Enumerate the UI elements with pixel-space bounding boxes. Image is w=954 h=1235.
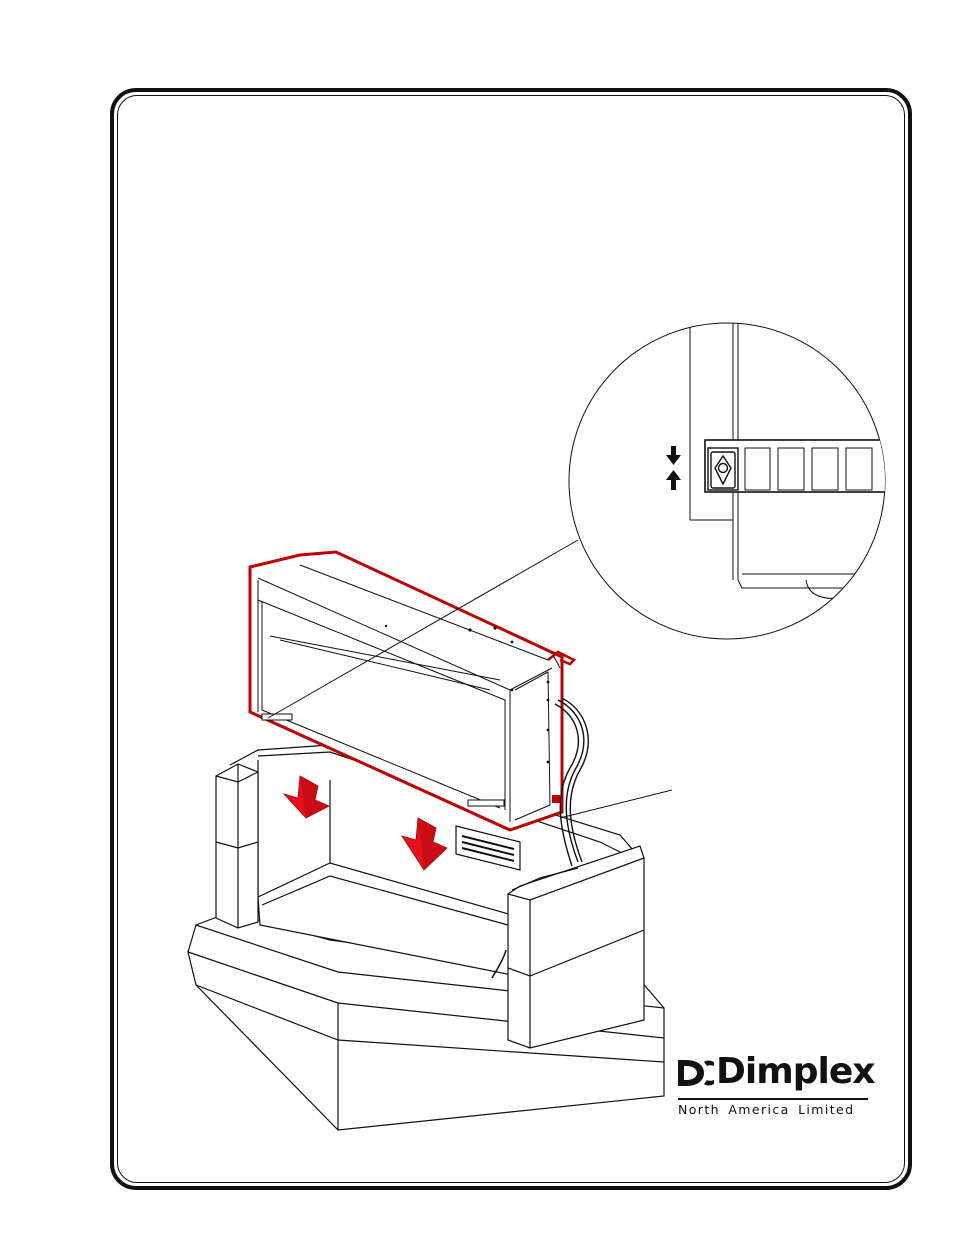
down-arrow-icon — [284, 776, 329, 818]
detail-magnifier — [569, 320, 905, 639]
right-pillar — [508, 846, 644, 1048]
dimplex-logo: Dimplex North America Limited — [676, 1050, 871, 1120]
brand-tagline: North America Limited — [678, 1102, 870, 1117]
left-pillar — [216, 764, 258, 928]
logo-divider — [678, 1098, 868, 1100]
brand-name: Dimplex — [716, 1050, 874, 1094]
mantel-base — [188, 745, 664, 1130]
cord-callout-line — [560, 790, 672, 818]
rating-label — [456, 826, 520, 870]
dimplex-dc-logo-mark — [676, 1056, 716, 1090]
down-arrow-icon — [402, 818, 447, 870]
